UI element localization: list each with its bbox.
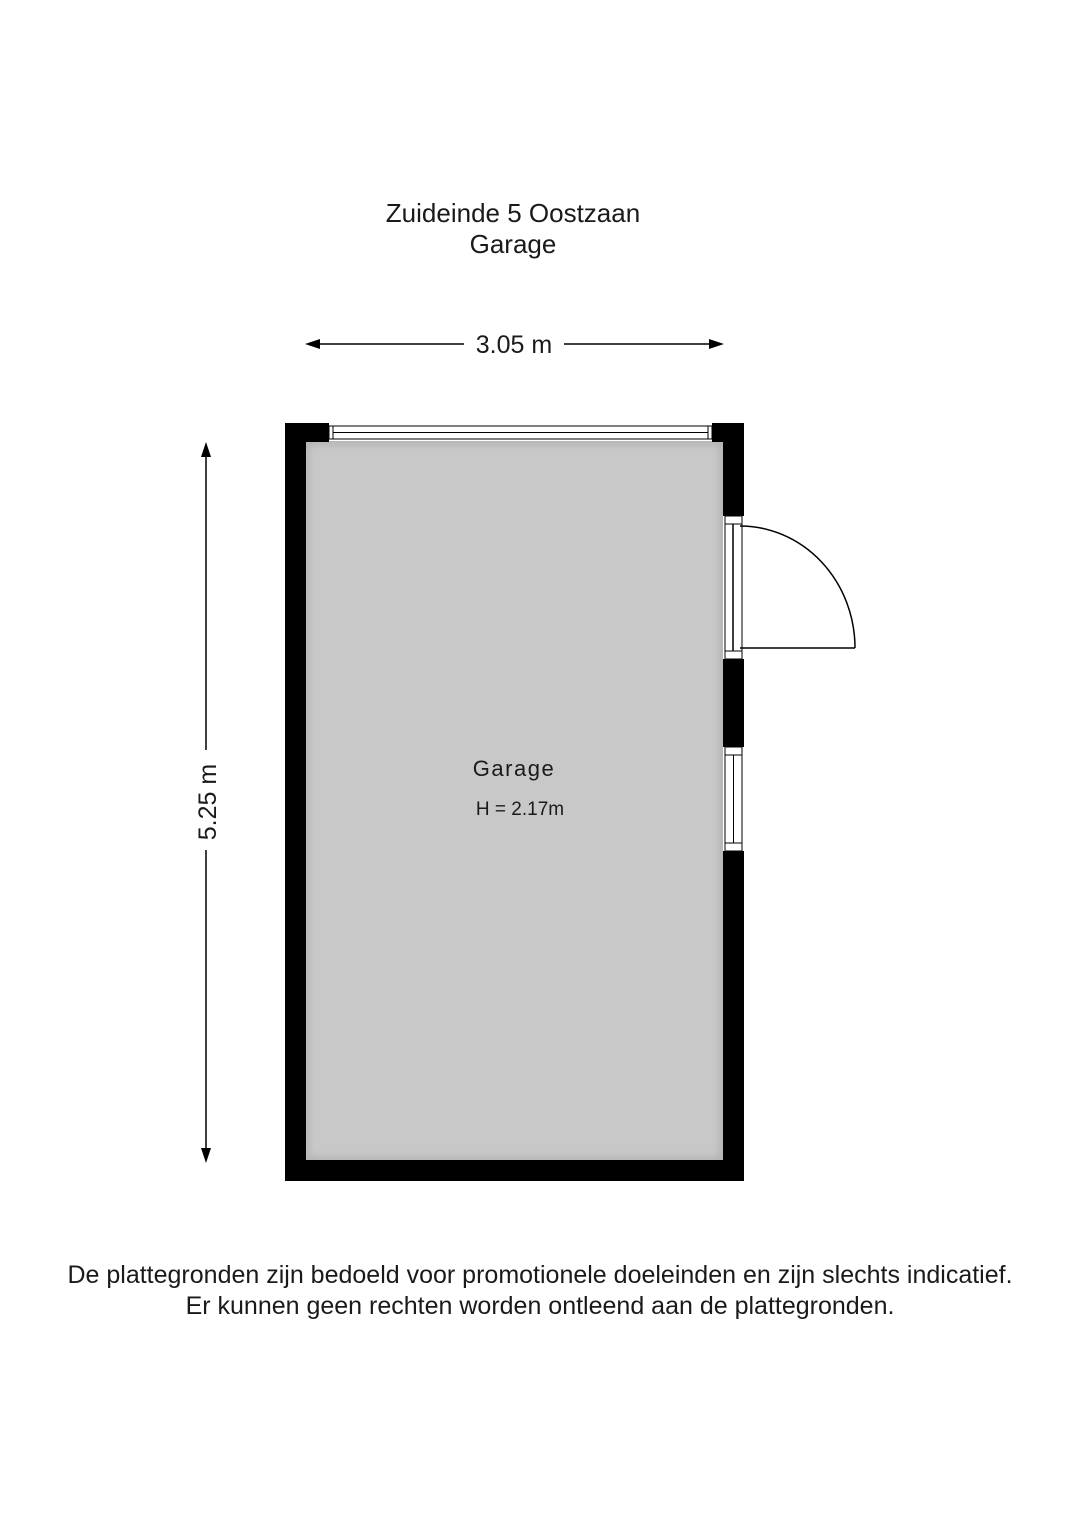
disclaimer: De plattegronden zijn bedoeld voor promo…: [0, 1260, 1080, 1322]
width-label: 3.05 m: [476, 331, 552, 359]
garage-door-jamb-right: [707, 425, 713, 440]
arrow-up-icon: [201, 442, 211, 457]
side-window-jamb-bottom: [724, 842, 743, 852]
wall-right-middle: [723, 659, 744, 747]
disclaimer-line-2: Er kunnen geen rechten worden ontleend a…: [185, 1292, 895, 1320]
side-door-jamb-bottom: [724, 650, 743, 660]
address-title: Zuideinde 5 Oostzaan: [385, 198, 641, 228]
walls: [285, 423, 744, 1181]
garage-floor: [305, 441, 723, 1161]
plan-header: Zuideinde 5 Oostzaan Garage: [363, 198, 663, 260]
door-swing-arc: [739, 525, 856, 649]
floor-title: Garage: [469, 229, 557, 259]
room-height: H = 2.17m: [476, 799, 564, 820]
wall-bottom: [285, 1160, 744, 1181]
side-window-jamb-top: [724, 746, 743, 756]
garage-door: [328, 425, 713, 440]
wall-right-top: [723, 423, 744, 516]
arrow-down-icon: [201, 1148, 211, 1163]
wall-right-bottom: [723, 851, 744, 1181]
side-window: [724, 746, 743, 852]
side-door-jamb-top: [724, 515, 743, 525]
length-dimension: 5.25 m: [194, 442, 222, 1163]
disclaimer-line-1: De plattegronden zijn bedoeld voor promo…: [67, 1261, 1013, 1289]
side-door: [724, 515, 856, 660]
arrow-right-icon: [709, 339, 724, 349]
width-dimension: 3.05 m: [305, 331, 724, 359]
garage-door-jamb-left: [328, 425, 334, 440]
room-name: Garage: [473, 756, 555, 781]
wall-top-left-stub: [285, 423, 329, 442]
length-label: 5.25 m: [194, 764, 222, 840]
arrow-left-icon: [305, 339, 320, 349]
wall-left: [285, 423, 306, 1181]
